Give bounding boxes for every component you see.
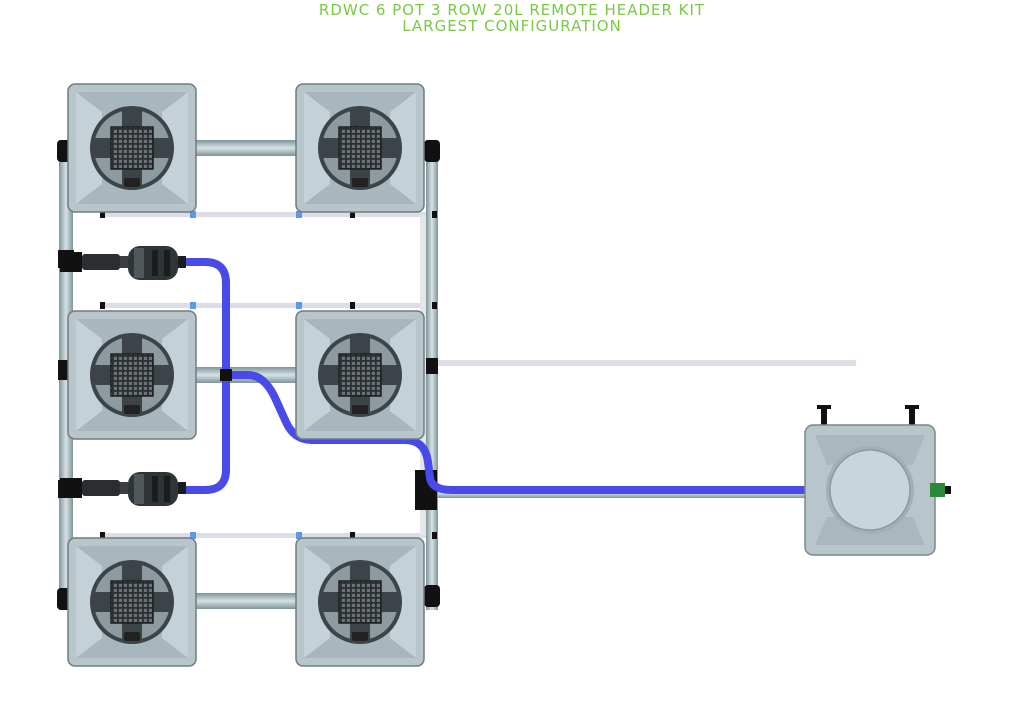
drain-line-row-3: [100, 533, 436, 538]
pump-icon: [60, 472, 186, 506]
pot-icon: [67, 83, 197, 213]
diagram-title: RDWC 6 POT 3 ROW 20L REMOTE HEADER KIT L…: [0, 2, 1024, 34]
pot-icon: [295, 83, 425, 213]
pot-icon: [295, 310, 425, 440]
drain-line-row-2: [100, 303, 436, 308]
right-pipe-fitting: [426, 358, 438, 374]
header-tank-icon: [804, 405, 951, 556]
pot-icon: [67, 537, 197, 667]
feed-tube-main: [222, 371, 812, 494]
pipe-row-3: [195, 593, 300, 609]
drain-line-caps: [100, 211, 437, 539]
right-manifold-pipe: [426, 140, 438, 610]
pipe-row-1: [195, 140, 300, 156]
title-line-1: RDWC 6 POT 3 ROW 20L REMOTE HEADER KIT: [318, 1, 706, 19]
growing-pots: [67, 83, 425, 667]
drain-line-to-header: [436, 360, 856, 366]
right-pipe-endcap-bottom: [424, 585, 440, 607]
title-line-2: LARGEST CONFIGURATION: [402, 17, 622, 35]
pump-icon: [60, 246, 186, 280]
pot-icon: [295, 537, 425, 667]
tube-clip: [220, 369, 232, 381]
valve-icon: [930, 483, 942, 497]
drain-line-row-1: [100, 212, 436, 217]
right-pipe-endcap-top: [424, 140, 440, 162]
drain-connectors: [190, 211, 302, 539]
pot-icon: [67, 310, 197, 440]
